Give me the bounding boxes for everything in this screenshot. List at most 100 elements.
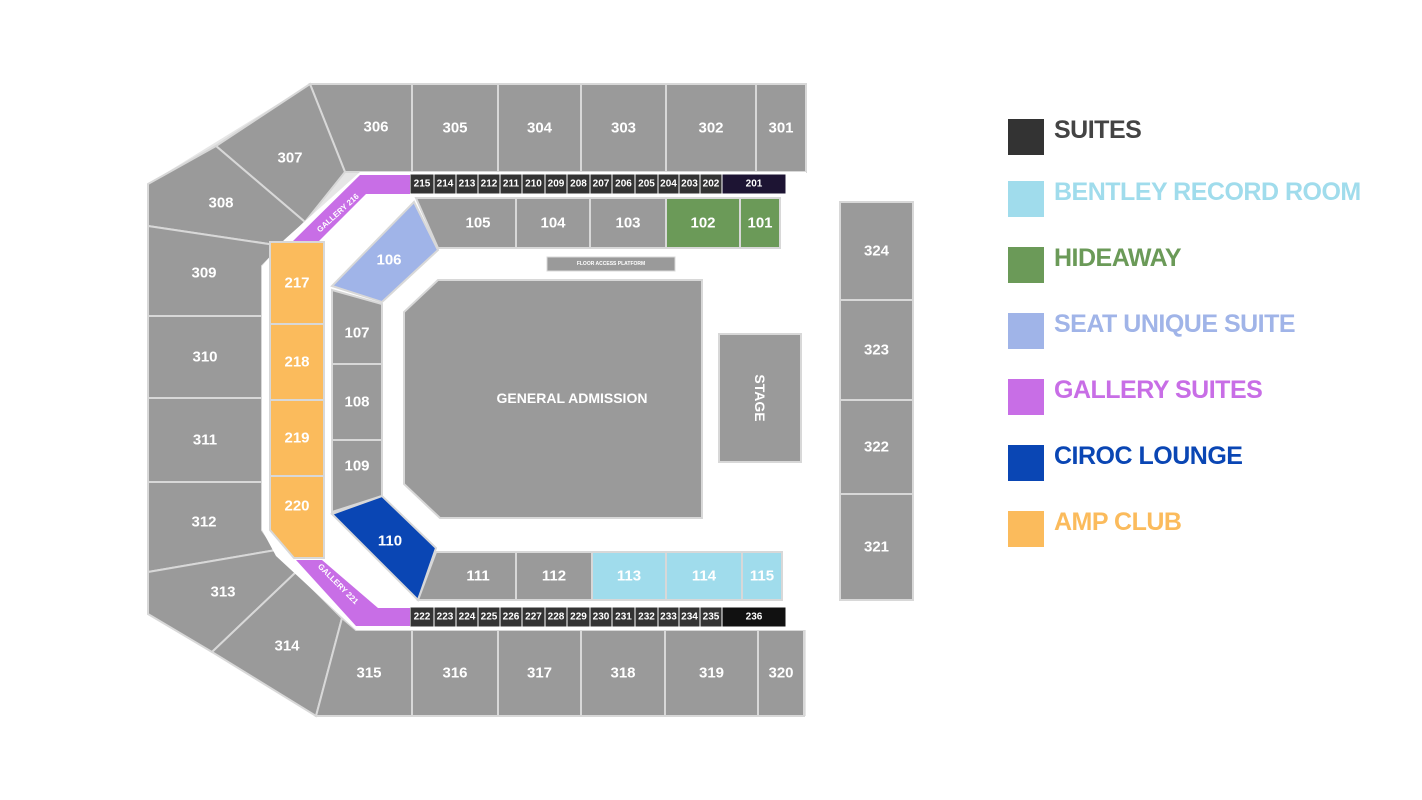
section-318-label: 318 bbox=[610, 665, 635, 682]
legend-swatch bbox=[1008, 379, 1044, 415]
section-310-label: 310 bbox=[192, 349, 217, 366]
section-112-label: 112 bbox=[542, 568, 566, 585]
suite-231-label: 231 bbox=[615, 612, 632, 623]
section-306-label: 306 bbox=[363, 119, 388, 136]
suite-236-label: 236 bbox=[746, 612, 763, 623]
section-113[interactable] bbox=[591, 551, 667, 601]
suite-201-label: 201 bbox=[746, 179, 763, 190]
section-218[interactable] bbox=[269, 323, 325, 401]
suite-222-label: 222 bbox=[414, 612, 431, 623]
section-319-label: 319 bbox=[699, 665, 724, 682]
section-104[interactable] bbox=[515, 197, 591, 249]
section-101-label: 101 bbox=[747, 215, 772, 232]
stage bbox=[718, 333, 802, 463]
legend-item: SEAT UNIQUE SUITE bbox=[1008, 308, 1408, 374]
suite-225-label: 225 bbox=[481, 612, 498, 623]
section-314-label: 314 bbox=[274, 638, 300, 655]
section-101[interactable] bbox=[739, 197, 781, 249]
suite-228-label: 228 bbox=[548, 612, 565, 623]
section-320[interactable] bbox=[757, 629, 805, 717]
legend-item: SUITES bbox=[1008, 114, 1408, 176]
suite-226-label: 226 bbox=[503, 612, 520, 623]
section-110-label: 110 bbox=[378, 533, 402, 550]
section-319[interactable] bbox=[664, 629, 759, 717]
suite-213-label: 213 bbox=[459, 179, 476, 190]
section-113-label: 113 bbox=[617, 568, 641, 585]
section-323-label: 323 bbox=[864, 342, 889, 359]
section-317[interactable] bbox=[497, 629, 582, 717]
legend-swatch bbox=[1008, 313, 1044, 349]
section-311-label: 311 bbox=[193, 432, 217, 449]
suite-233-label: 233 bbox=[660, 612, 677, 623]
section-106-label: 106 bbox=[376, 252, 401, 269]
section-109-label: 109 bbox=[344, 458, 369, 475]
section-104-label: 104 bbox=[540, 215, 566, 232]
section-219-label: 219 bbox=[284, 430, 309, 447]
section-322[interactable] bbox=[839, 399, 914, 495]
suite-227-label: 227 bbox=[525, 612, 542, 623]
legend-item: GALLERY SUITES bbox=[1008, 374, 1408, 440]
section-112[interactable] bbox=[515, 551, 593, 601]
section-322-label: 322 bbox=[864, 439, 889, 456]
section-323[interactable] bbox=[839, 299, 914, 401]
suite-234-label: 234 bbox=[681, 612, 698, 623]
suite-235-label: 235 bbox=[703, 612, 720, 623]
section-102[interactable] bbox=[665, 197, 741, 249]
suite-230-label: 230 bbox=[593, 612, 610, 623]
general-admission[interactable] bbox=[403, 279, 703, 519]
section-106[interactable] bbox=[330, 200, 440, 304]
stage-label: STAGE bbox=[752, 374, 768, 421]
section-315-label: 315 bbox=[356, 665, 381, 682]
section-316[interactable] bbox=[411, 629, 499, 717]
section-108-label: 108 bbox=[344, 394, 369, 411]
gallery-216[interactable] bbox=[292, 175, 410, 242]
floor-access-platform[interactable] bbox=[546, 256, 676, 272]
gallery-221[interactable] bbox=[296, 560, 410, 626]
suite-207-label: 207 bbox=[593, 179, 610, 190]
suite-203-label: 203 bbox=[681, 179, 698, 190]
section-107-label: 107 bbox=[344, 325, 369, 342]
section-310[interactable] bbox=[147, 315, 263, 399]
section-304-label: 304 bbox=[527, 120, 553, 137]
legend-item: CIROC LOUNGE bbox=[1008, 440, 1408, 506]
section-102-label: 102 bbox=[690, 215, 715, 232]
suite-212-label: 212 bbox=[481, 179, 498, 190]
suite-223-label: 223 bbox=[437, 612, 454, 623]
legend-label: BENTLEY RECORD ROOM bbox=[1054, 178, 1361, 206]
section-105-label: 105 bbox=[465, 215, 490, 232]
legend-label: HIDEAWAY bbox=[1054, 244, 1182, 272]
section-321-label: 321 bbox=[864, 539, 889, 556]
suite-201[interactable] bbox=[721, 173, 787, 195]
section-110[interactable] bbox=[330, 494, 438, 602]
section-103[interactable] bbox=[589, 197, 667, 249]
section-217[interactable] bbox=[269, 241, 325, 325]
legend-swatch bbox=[1008, 119, 1044, 155]
section-311[interactable] bbox=[147, 397, 263, 483]
section-103-label: 103 bbox=[615, 215, 640, 232]
section-324-label: 324 bbox=[864, 243, 890, 260]
suite-205-label: 205 bbox=[638, 179, 655, 190]
suite-236[interactable] bbox=[721, 606, 787, 628]
legend-swatch bbox=[1008, 181, 1044, 217]
suite-214-label: 214 bbox=[437, 179, 454, 190]
section-313-label: 313 bbox=[210, 584, 235, 601]
section-308-label: 308 bbox=[208, 195, 233, 212]
section-303-label: 303 bbox=[611, 120, 636, 137]
suite-229-label: 229 bbox=[570, 612, 587, 623]
suite-210-label: 210 bbox=[525, 179, 542, 190]
legend-label: AMP CLUB bbox=[1054, 508, 1182, 536]
suite-215-label: 215 bbox=[414, 179, 431, 190]
suite-232-label: 232 bbox=[638, 612, 655, 623]
legend-swatch bbox=[1008, 445, 1044, 481]
legend-swatch bbox=[1008, 247, 1044, 283]
section-220[interactable] bbox=[269, 475, 325, 559]
section-320-label: 320 bbox=[768, 665, 793, 682]
section-305-label: 305 bbox=[442, 120, 467, 137]
section-115[interactable] bbox=[741, 551, 783, 601]
suite-206-label: 206 bbox=[615, 179, 632, 190]
section-321[interactable] bbox=[839, 493, 914, 601]
legend-item: HIDEAWAY bbox=[1008, 242, 1408, 308]
suite-211-label: 211 bbox=[503, 179, 520, 190]
